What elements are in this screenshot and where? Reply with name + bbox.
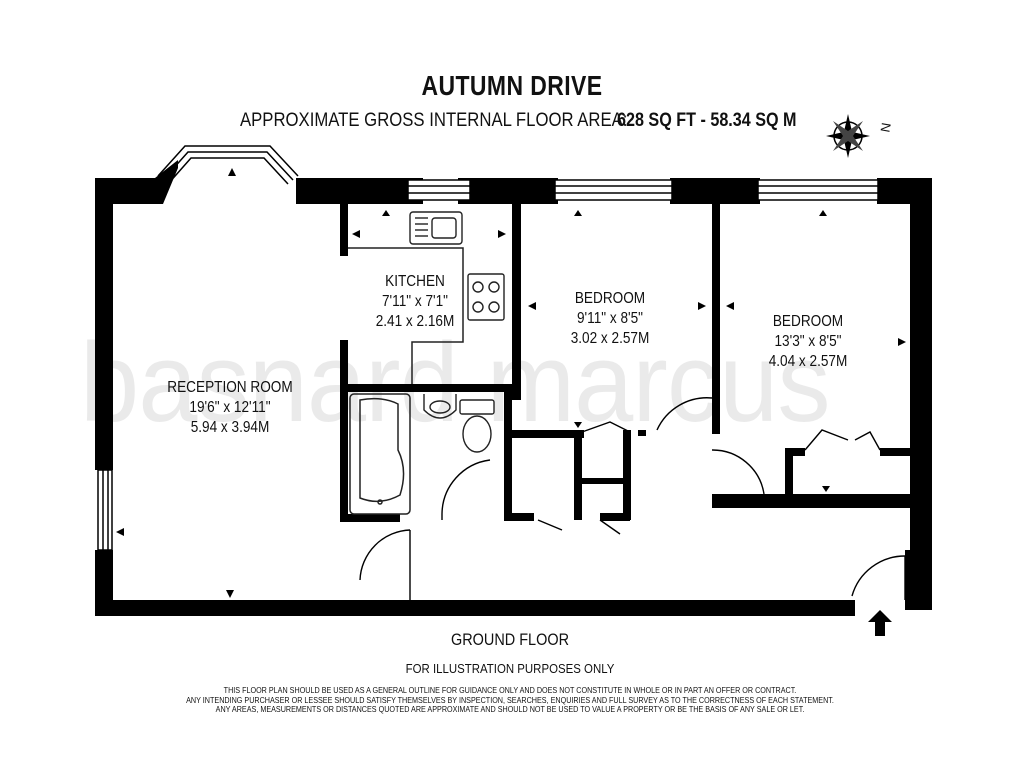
doors	[359, 397, 906, 600]
watermark: basnard marcus	[80, 320, 831, 445]
room-dims-metric: 3.02 x 2.57M	[570, 330, 650, 347]
disclaimer-line: ANY AREAS, MEASUREMENTS OR DISTANCES QUO…	[215, 705, 805, 714]
room-name: BEDROOM	[574, 290, 646, 307]
room-dims-imperial: 9'11" x 8'5"	[576, 310, 644, 327]
exterior-walls	[95, 160, 932, 616]
room-name: BEDROOM	[772, 313, 844, 330]
bath-icon	[349, 393, 411, 515]
disclaimer-line: THIS FLOOR PLAN SHOULD BE USED AS A GENE…	[223, 686, 797, 695]
area-value: 628 SQ FT - 58.34 SQ M	[617, 110, 797, 131]
room-dims-imperial: 19'6" x 12'11"	[189, 399, 271, 416]
basin-icon	[423, 394, 457, 419]
hob-icon	[467, 273, 505, 321]
dimension-markers	[116, 168, 906, 598]
floor-label: GROUND FLOOR	[450, 630, 570, 649]
room-name: RECEPTION ROOM	[167, 379, 293, 396]
room-label-bedroom-2: BEDROOM 13'3" x 8'5" 4.04 x 2.57M	[749, 312, 868, 372]
plan-title: AUTUMN DRIVE	[421, 70, 603, 101]
kitchen-counter	[348, 247, 464, 384]
interior-walls	[340, 204, 912, 522]
room-label-bedroom-1: BEDROOM 9'11" x 8'5" 3.02 x 2.57M	[551, 289, 670, 349]
area-caption: APPROXIMATE GROSS INTERNAL FLOOR AREA:	[240, 110, 628, 131]
compass-rose-icon	[826, 114, 870, 158]
room-label-reception: RECEPTION ROOM 19'6" x 12'11" 5.94 x 3.9…	[162, 378, 298, 438]
windows	[97, 179, 879, 551]
room-dims-metric: 5.94 x 3.94M	[190, 419, 270, 436]
disclaimer: THIS FLOOR PLAN SHOULD BE USED AS A GENE…	[51, 686, 969, 715]
room-dims-imperial: 7'11" x 7'1"	[381, 293, 449, 310]
room-dims-imperial: 13'3" x 8'5"	[774, 333, 842, 350]
bay-window	[157, 145, 299, 185]
entrance-arrow-icon	[868, 610, 892, 636]
room-label-kitchen: KITCHEN 7'11" x 7'1" 2.41 x 2.16M	[364, 272, 466, 332]
room-name: KITCHEN	[385, 273, 445, 290]
room-dims-metric: 4.04 x 2.57M	[768, 353, 848, 370]
disclaimer-line: ANY INTENDING PURCHASER OR LESSEE SHOULD…	[186, 695, 834, 705]
room-dims-metric: 2.41 x 2.16M	[375, 313, 455, 330]
toilet-icon	[459, 399, 495, 453]
sink-icon	[409, 211, 463, 245]
illustration-note: FOR ILLUSTRATION PURPOSES ONLY	[405, 661, 615, 676]
